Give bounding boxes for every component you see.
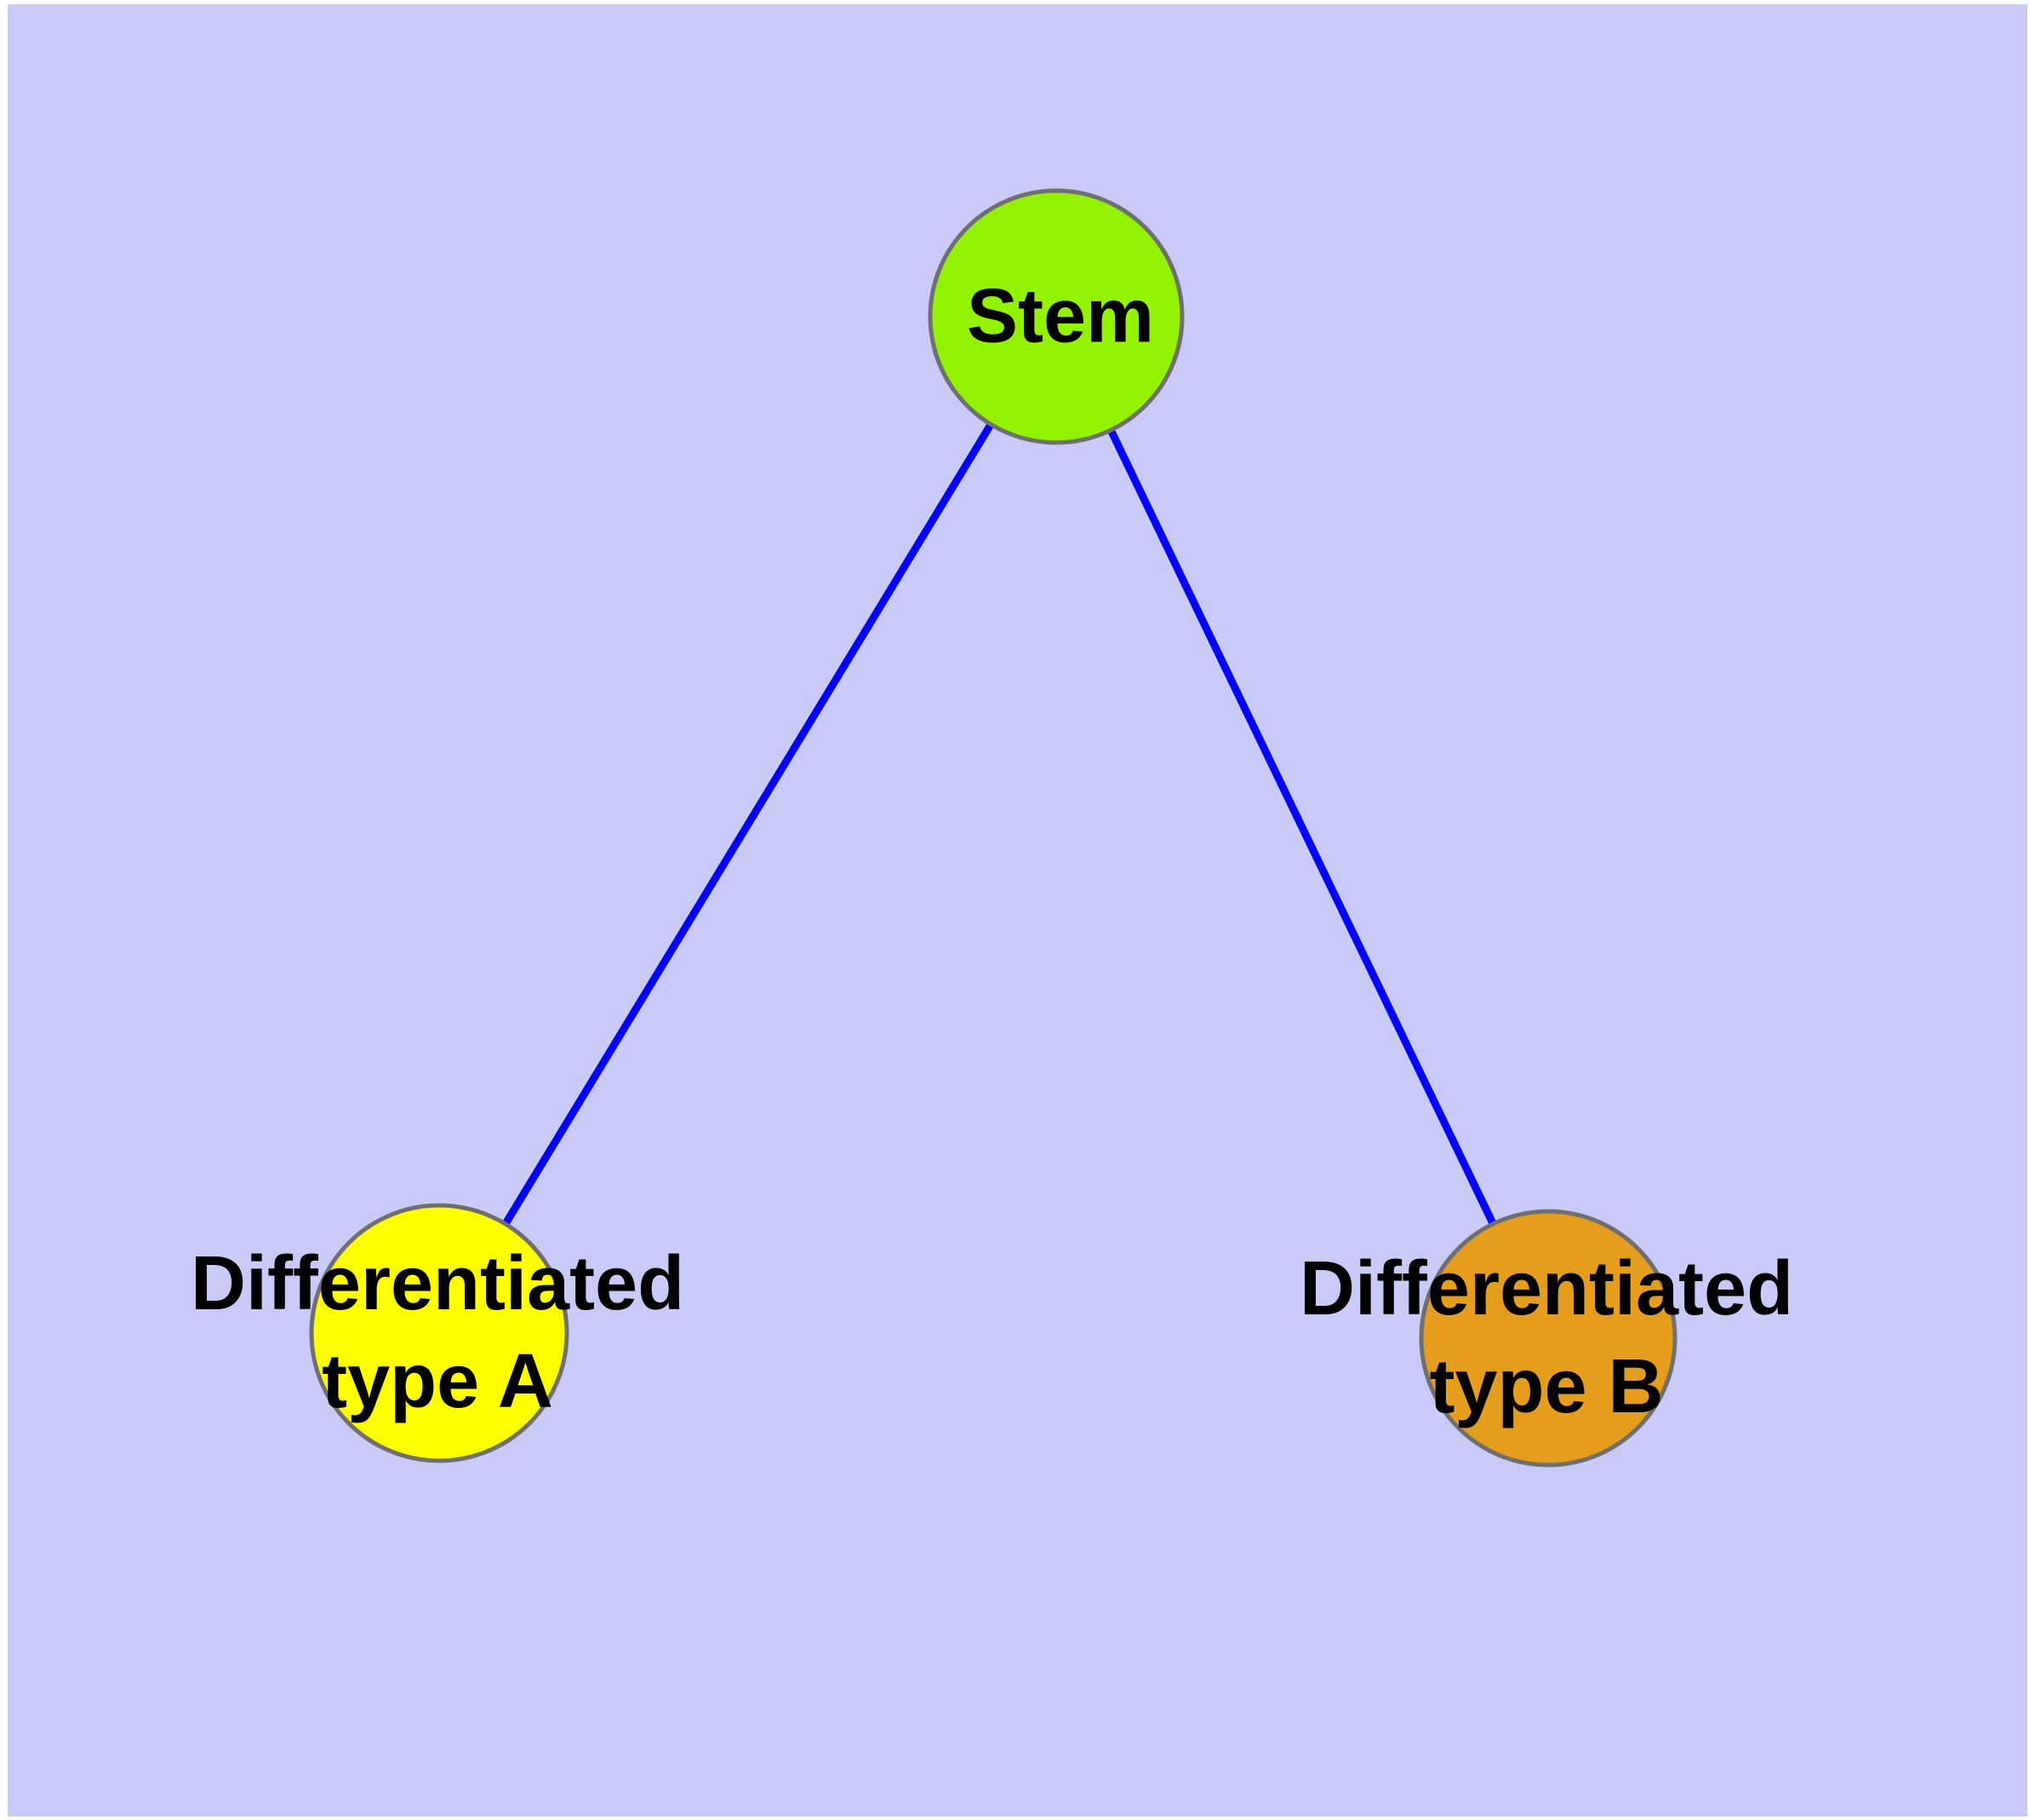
node-type-a-label: Differentiated type A: [190, 1241, 685, 1424]
edge-stem-to-type-b: [1052, 315, 1552, 1340]
node-type-b-circle: [1419, 1209, 1677, 1468]
node-type-a-circle: [309, 1203, 569, 1463]
node-type-b-label: Differentiated type B: [1299, 1246, 1794, 1429]
edge-stem-to-type-a: [436, 314, 1060, 1336]
node-stem-label: Stem: [966, 273, 1155, 359]
node-stem-circle: [928, 188, 1185, 445]
